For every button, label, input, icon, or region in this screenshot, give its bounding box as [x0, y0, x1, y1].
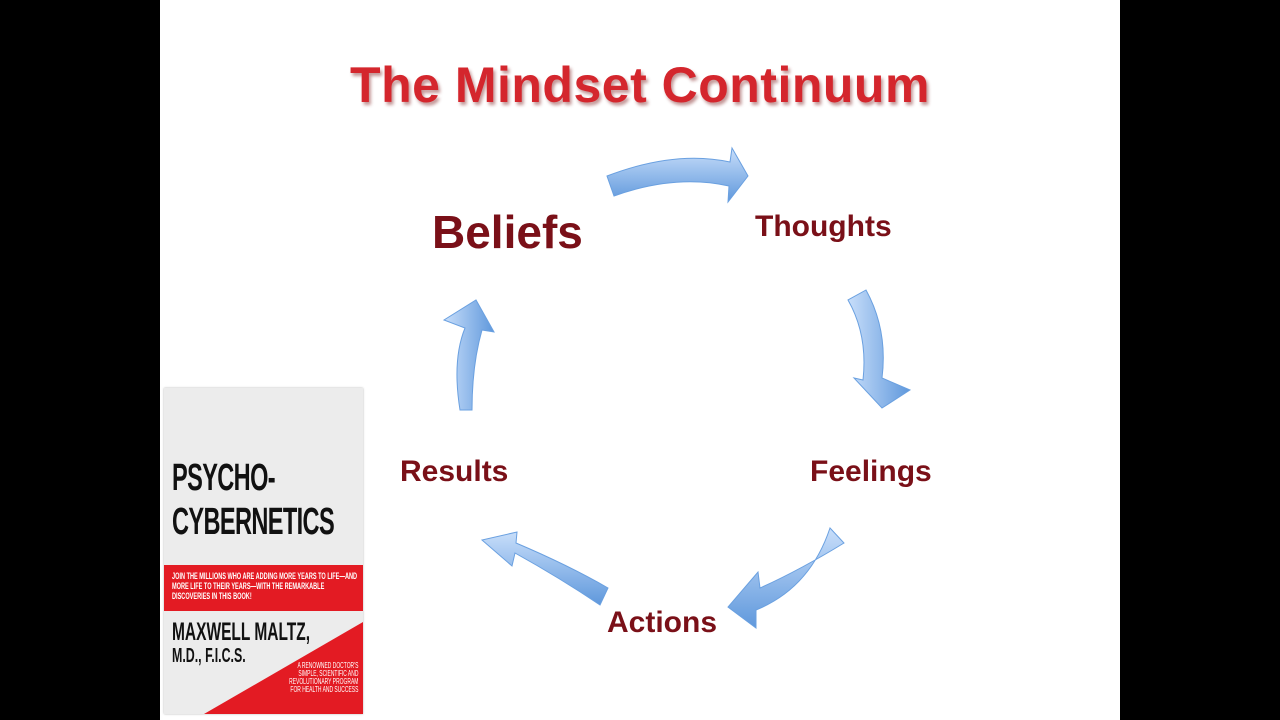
book-title-line1: PSYCHO-	[172, 457, 276, 499]
arrow-feelings-to-actions	[727, 527, 845, 629]
arrow-actions-to-results	[480, 531, 609, 606]
book-title: PSYCHO- CYBERNETICS	[172, 456, 358, 544]
book-credentials: M.D., F.I.C.S.	[172, 645, 246, 667]
book-title-line2: CYBERNETICS	[172, 501, 335, 543]
node-feelings: Feelings	[810, 455, 932, 488]
arrow-thoughts-to-feelings	[847, 289, 912, 409]
arrow-beliefs-to-thoughts	[606, 146, 749, 204]
node-actions: Actions	[607, 606, 718, 639]
book-tagline: A RENOWNED DOCTOR'S SIMPLE, SCIENTIFIC A…	[289, 661, 359, 694]
cycle-arrows	[442, 146, 912, 629]
slide: The Mindset Continuum Beliefs Thoughts F…	[160, 0, 1120, 720]
book-red-wedge	[204, 622, 363, 714]
book-blurb: JOIN THE MILLIONS WHO ARE ADDING MORE YE…	[172, 571, 358, 601]
arrow-results-to-beliefs	[442, 299, 495, 411]
slide-title: The Mindset Continuum	[350, 57, 930, 113]
node-results: Results	[400, 455, 509, 488]
node-thoughts: Thoughts	[755, 210, 892, 243]
node-beliefs: Beliefs	[432, 206, 583, 258]
book-author: MAXWELL MALTZ,	[172, 618, 311, 646]
book-red-band	[164, 565, 363, 611]
book-cover: PSYCHO- CYBERNETICS JOIN THE MILLIONS WH…	[164, 388, 363, 714]
